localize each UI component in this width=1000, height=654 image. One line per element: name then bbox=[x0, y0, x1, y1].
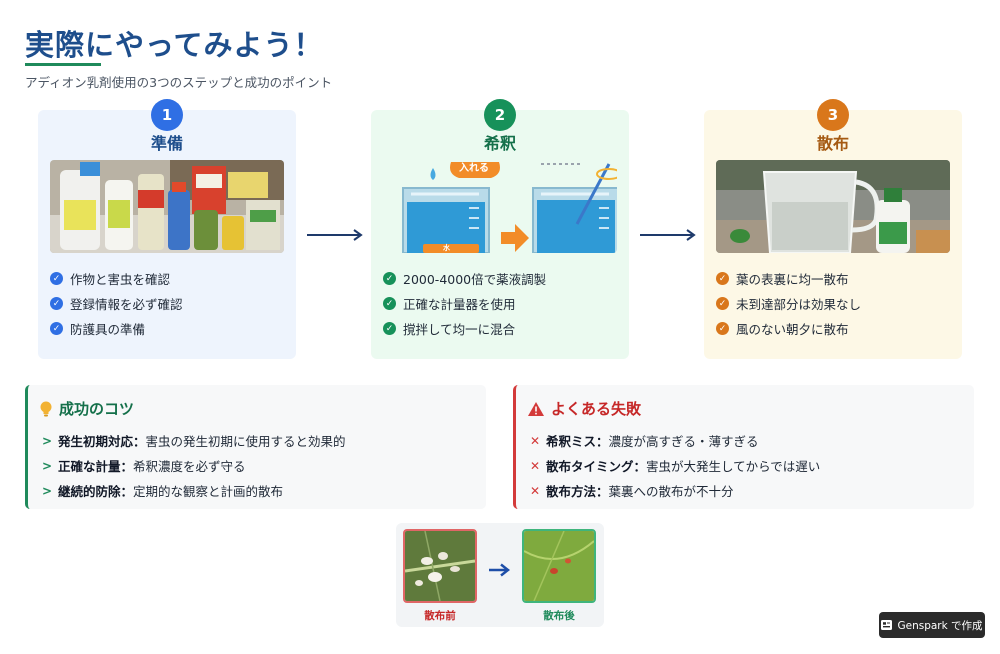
list-item: ✓撹拌して均一に混合 bbox=[383, 316, 546, 341]
list-item: ✓正確な計量器を使用 bbox=[383, 291, 546, 316]
check-icon: ✓ bbox=[716, 272, 729, 285]
check-icon: ✓ bbox=[716, 322, 729, 335]
prepare-checklist: ✓作物と害虫を確認 ✓登録情報を必ず確認 ✓防護具の準備 bbox=[50, 266, 183, 341]
dilute-checklist: ✓2000-4000倍で薬液調製 ✓正確な計量器を使用 ✓撹拌して均一に混合 bbox=[383, 266, 546, 341]
list-item: >継続的防除：定期的な観察と計画的散布 bbox=[42, 483, 284, 500]
before-after-comparison: 散布前 散布後 bbox=[396, 523, 604, 627]
arrow-right-icon bbox=[307, 229, 363, 241]
success-tips-heading: 成功のコツ bbox=[40, 398, 134, 419]
before-label: 散布前 bbox=[424, 610, 456, 622]
check-icon: ✓ bbox=[50, 272, 63, 285]
list-item: ✕散布タイミング：害虫が大発生してからでは遅い bbox=[530, 458, 821, 475]
list-item: ✓作物と害虫を確認 bbox=[50, 266, 183, 291]
page-subtitle: アディオン乳剤使用の3つのステップと成功のポイント bbox=[25, 75, 333, 90]
list-item: >発生初期対応：害虫の発生初期に使用すると効果的 bbox=[42, 433, 346, 450]
cross-icon: ✕ bbox=[530, 483, 541, 498]
genspark-logo-icon bbox=[881, 620, 893, 630]
common-failures-list: ✕希釈ミス：濃度が高すぎる・薄すぎる ✕散布タイミング：害虫が大発生してからでは… bbox=[530, 428, 820, 503]
lightbulb-icon bbox=[40, 401, 52, 416]
step-title: 準備 bbox=[150, 134, 183, 153]
list-item: ✓2000-4000倍で薬液調製 bbox=[383, 266, 546, 291]
check-icon: ✓ bbox=[50, 322, 63, 335]
list-item: ✓防護具の準備 bbox=[50, 316, 183, 341]
check-icon: ✓ bbox=[383, 272, 396, 285]
pesticide-bottles-image bbox=[50, 160, 284, 253]
chevron-right-icon: > bbox=[42, 458, 53, 473]
list-item: ✕希釈ミス：濃度が高すぎる・薄すぎる bbox=[530, 433, 759, 450]
list-item: ✓風のない朝夕に散布 bbox=[716, 316, 861, 341]
check-icon: ✓ bbox=[716, 297, 729, 310]
success-tips-list: >発生初期対応：害虫の発生初期に使用すると効果的 >正確な計量：希釈濃度を必ず守… bbox=[42, 428, 346, 503]
list-item: ✓葉の表裏に均一散布 bbox=[716, 266, 861, 291]
step-number-badge: 1 bbox=[151, 99, 183, 131]
spray-checklist: ✓葉の表裏に均一散布 ✓未到達部分は効果なし ✓風のない朝夕に散布 bbox=[716, 266, 861, 341]
after-label: 散布後 bbox=[543, 610, 575, 622]
step-title: 散布 bbox=[816, 134, 849, 153]
check-icon: ✓ bbox=[383, 297, 396, 310]
after-spray-image bbox=[522, 529, 596, 603]
callout-label: 入れる bbox=[459, 163, 489, 174]
step-card-spray: 3 散布 ✓葉の表裏に均一散布 ✓未到達部分は効果なし ✓風のない朝夕に散布 bbox=[704, 99, 962, 359]
step-title: 希釈 bbox=[483, 134, 516, 153]
step-number-badge: 3 bbox=[817, 99, 849, 131]
measuring-cup-image bbox=[716, 160, 950, 253]
list-item: ✓未到達部分は効果なし bbox=[716, 291, 861, 316]
step-card-dilute: 2 希釈 bbox=[371, 99, 629, 359]
common-failures-heading: よくある失敗 bbox=[528, 398, 641, 419]
check-icon: ✓ bbox=[383, 322, 396, 335]
common-failures-panel: よくある失敗 ✕希釈ミス：濃度が高すぎる・薄すぎる ✕散布タイミング：害虫が大発… bbox=[513, 385, 974, 509]
page-title: 実際にやってみよう！ bbox=[25, 28, 324, 62]
water-tag-label: 水 bbox=[443, 244, 450, 252]
chevron-right-icon: > bbox=[42, 433, 53, 448]
warning-icon bbox=[528, 401, 544, 416]
step-card-prepare: 1 準備 ✓作物と害虫を確認 ✓登録情報を必ず確認 ✓防護具の準備 bbox=[38, 99, 296, 359]
genspark-badge[interactable]: Genspark で作成 bbox=[879, 612, 985, 638]
cross-icon: ✕ bbox=[530, 433, 541, 448]
check-icon: ✓ bbox=[50, 297, 63, 310]
before-spray-image bbox=[403, 529, 477, 603]
list-item: ✓登録情報を必ず確認 bbox=[50, 291, 183, 316]
list-item: >正確な計量：希釈濃度を必ず守る bbox=[42, 458, 246, 475]
success-tips-panel: 成功のコツ >発生初期対応：害虫の発生初期に使用すると効果的 >正確な計量：希釈… bbox=[25, 385, 486, 509]
dilution-illustration: 入れる 水 bbox=[383, 160, 617, 253]
title-underline bbox=[25, 63, 101, 66]
step-number-badge: 2 bbox=[484, 99, 516, 131]
list-item: ✕散布方法：葉裏への散布が不十分 bbox=[530, 483, 734, 500]
cross-icon: ✕ bbox=[530, 458, 541, 473]
arrow-right-icon bbox=[489, 563, 510, 577]
arrow-right-icon bbox=[640, 229, 696, 241]
chevron-right-icon: > bbox=[42, 483, 53, 498]
